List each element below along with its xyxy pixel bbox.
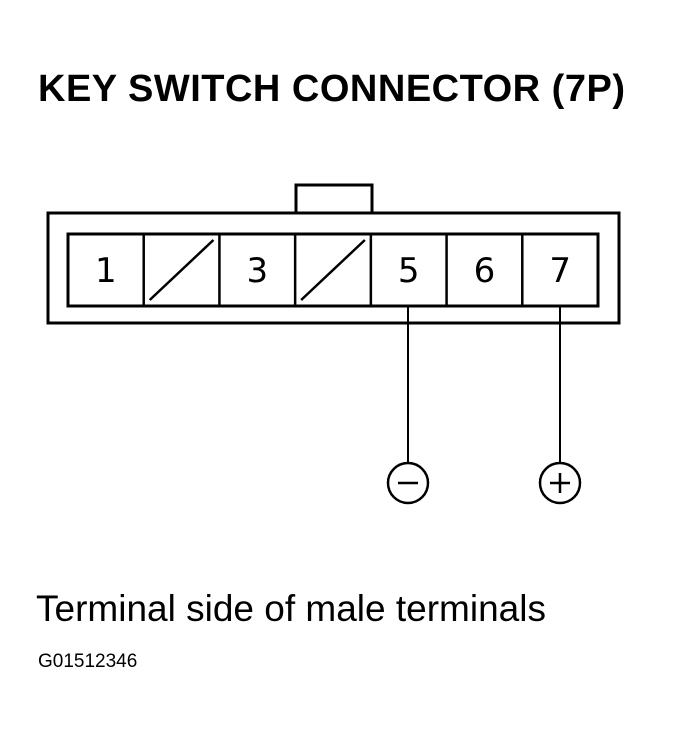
diagram-title: KEY SWITCH CONNECTOR (7P)	[38, 68, 626, 110]
diagram-caption: Terminal side of male terminals	[36, 588, 546, 629]
empty-terminal-slash	[300, 239, 366, 301]
terminal-cells: 1 3 5 6 7	[95, 234, 571, 306]
terminal-label-1: 1	[95, 251, 117, 291]
terminal-label-6: 6	[474, 251, 496, 291]
empty-terminal-slash	[148, 239, 215, 301]
figure-id: G01512346	[38, 651, 138, 672]
terminal-label-7: 7	[549, 251, 571, 291]
terminal-label-5: 5	[398, 251, 420, 291]
connector-lock-tab	[294, 183, 374, 213]
connector-cavity	[66, 232, 600, 308]
connector-housing	[46, 211, 621, 325]
terminal-label-3: 3	[246, 251, 268, 291]
